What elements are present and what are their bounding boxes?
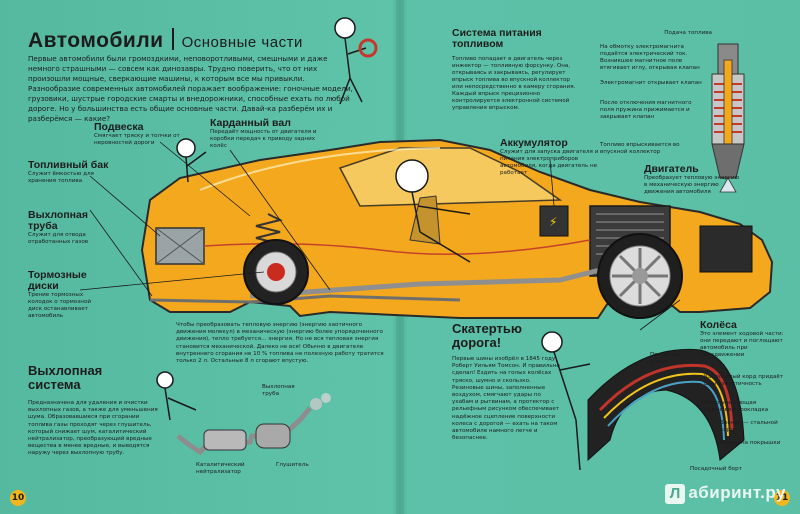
section-title: Скатертью дорога!	[452, 321, 522, 350]
stick-figure-driver	[395, 159, 471, 263]
page-number-right: 11	[774, 490, 790, 506]
callout-text: Топливо попадает в двигатель через инжек…	[452, 56, 576, 111]
callout-title: Тормозные диски	[28, 269, 87, 292]
callout-text: Это элемент ходовой части: они передают …	[700, 331, 784, 358]
callout-text: Служит ёмкостью для хранения топлива	[28, 171, 94, 184]
stick-figure-tire	[541, 331, 591, 471]
stick-figure-wheel	[334, 17, 367, 105]
injector-diagram	[711, 43, 745, 193]
callout-title: Система питания топливом	[452, 27, 542, 50]
steering-wheel-icon	[358, 38, 378, 58]
tire-label-tread: Протектор шины	[650, 352, 682, 365]
tires-section: Скатертью дорога! Первые шины изобрёл в …	[452, 322, 562, 442]
callout-text: Служит для отвода отработанных газов	[28, 232, 89, 245]
section-title: Выхлопная система	[28, 363, 103, 392]
callout-exhaust-pipe: Выхлопная труба Служит для отвода отрабо…	[28, 210, 118, 246]
tire-label-belt: Брекер — стальной корд	[720, 420, 778, 433]
car-roof-shine	[199, 147, 441, 191]
callout-fuel-system: Система питания топливом Топливо попадае…	[452, 28, 582, 112]
callout-wheels: Колёса Это элемент ходовой части: они пе…	[700, 320, 784, 359]
exhaust-system-section: Выхлопная система Предназначена для удал…	[28, 364, 158, 458]
svg-text:⚡: ⚡	[549, 215, 557, 229]
callout-text: Служит для запуска двигателя и питания э…	[500, 149, 599, 176]
callout-engine: Двигатель Преобразует тепловую энергию в…	[644, 164, 744, 196]
title-subtitle: Основные части	[181, 34, 303, 51]
injector-label-coil: На обмотку электромагнита подаётся элект…	[600, 44, 700, 71]
driveshaft-shape	[249, 267, 601, 299]
tire-label-bead: Посадочный борт	[690, 466, 742, 472]
callout-driveshaft: Карданный вал Передаёт мощность от двига…	[210, 118, 330, 150]
stick-figure-pointing	[176, 138, 207, 183]
injector-label-supply: Подача топлива	[664, 30, 712, 36]
title-main: Автомобили	[28, 29, 164, 52]
intro-paragraph: Первые автомобили были громоздкими, непо…	[28, 54, 353, 123]
callout-title: Двигатель	[644, 163, 699, 175]
leader-lines	[79, 141, 681, 331]
exhaust-system-diagram	[176, 393, 331, 456]
callout-text: Передаёт мощность от двигателя и коробки…	[210, 129, 317, 149]
stick-figure-exhaust	[156, 371, 197, 421]
callout-fuel-tank: Топливный бак Служит ёмкостью для хранен…	[28, 160, 118, 185]
callout-text: Смягчает тряску и толчки от неровностей …	[94, 133, 180, 146]
callout-title: Колёса	[700, 319, 737, 331]
callout-title: Подвеска	[94, 121, 144, 133]
car-illustration: ⚡	[140, 138, 774, 319]
callout-title: Выхлопная труба	[28, 209, 88, 232]
exhaust-label-catalyst: Каталитический нейтрализатор	[196, 462, 245, 475]
callout-title: Аккумулятор	[500, 137, 568, 149]
title-divider	[171, 28, 174, 50]
callout-battery: Аккумулятор Служит для запуска двигателя…	[500, 138, 600, 177]
watermark-text: абиринт.ру	[688, 483, 786, 502]
callout-text: Преобразует тепловую энергию в механичес…	[644, 175, 740, 195]
injector-label-magnet: Электромагнит открывает клапан	[600, 80, 702, 86]
section-text: Первые шины изобрёл в 1845 году Роберт У…	[452, 356, 560, 442]
watermark-letter: Л	[665, 484, 686, 504]
page-title: Автомобили Основные части	[28, 28, 303, 53]
radiator	[699, 225, 753, 273]
injector-label-output: Топливо впрыскивается во впускной коллек…	[600, 142, 680, 155]
page-number-left: 10	[10, 490, 26, 506]
tire-label-sidewall: Боковина покрышки	[720, 440, 781, 446]
section-text: Предназначена для удаления и очистки вых…	[28, 400, 158, 457]
tire-cross-section	[587, 348, 745, 462]
callout-title: Карданный вал	[210, 117, 291, 129]
exhaust-label-pipe: Выхлопная труба	[262, 384, 295, 397]
callout-brake-discs: Тормозные диски Трение тормозных колодок…	[28, 270, 102, 320]
injector-label-spring: После отключения магнитного поля пружина…	[600, 100, 692, 120]
exhaust-label-muffler: Глушитель	[276, 462, 309, 468]
callout-suspension: Подвеска Смягчает тряску и толчки от нер…	[94, 122, 204, 147]
tire-label-damping: Амортизирующая резиновая прокладка	[704, 400, 769, 413]
callout-text: Трение тормозных колодок о тормозной дис…	[28, 292, 92, 319]
energy-note: Чтобы преобразовать тепловую энергию (эн…	[176, 322, 384, 365]
battery-box	[539, 205, 569, 237]
tire-label-cord: Капроновый корд придаёт шине эластичност…	[704, 374, 784, 387]
callout-title: Топливный бак	[28, 159, 109, 171]
